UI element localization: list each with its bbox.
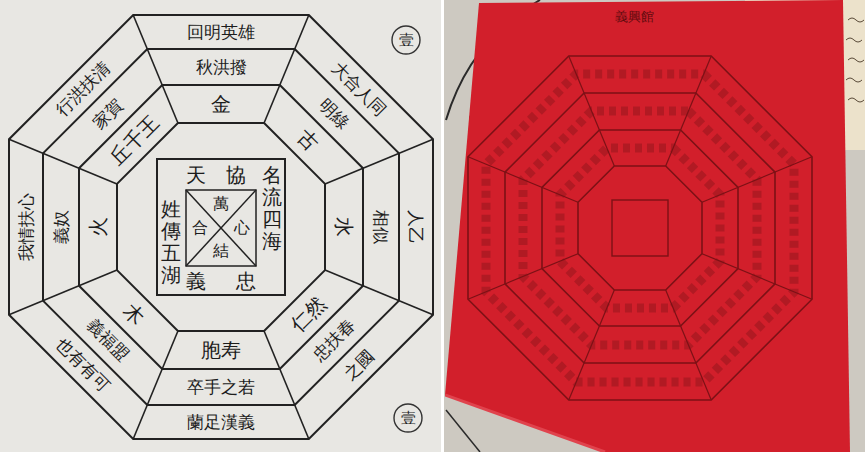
ring-text: 水 (333, 217, 355, 237)
red-cloth: 義興館 (445, 0, 855, 452)
print-divider (702, 157, 812, 203)
print-ring (578, 166, 702, 290)
center-text: 心 (234, 219, 250, 237)
ring-divider (264, 331, 309, 439)
ring-divider (9, 139, 117, 184)
print-square (612, 200, 668, 256)
print-divider (702, 254, 812, 300)
gap (441, 0, 444, 452)
ring-outline (9, 15, 433, 439)
print-divider (666, 290, 712, 400)
print-divider (666, 56, 712, 166)
ring-text: 義奴 (52, 210, 71, 244)
ring-outline (117, 123, 325, 331)
circle-mark (394, 404, 422, 432)
ring-outline (79, 85, 363, 369)
cloth-heading: 義興館 (615, 10, 654, 24)
print-ring (505, 93, 775, 363)
center-text: 天 (186, 164, 206, 186)
cross-line (186, 190, 256, 266)
ring-divider (325, 139, 433, 184)
handwriting (846, 18, 864, 102)
print-marks (523, 111, 757, 345)
ring-text: 回明英雄 (187, 23, 255, 42)
ring-text: 人乙 (407, 210, 426, 244)
center-square: 天協名流四海 姓傳五湖 萬合 心結義 忠 (156, 158, 286, 296)
cross-line (186, 190, 256, 266)
node-outline (445, 0, 855, 452)
center-text: 萬 (213, 195, 229, 213)
ring-divider (264, 15, 309, 123)
square-border (157, 159, 285, 295)
paper (444, 0, 865, 452)
ring-text: 我情扶心 (17, 193, 36, 261)
print-divider (569, 56, 615, 166)
print-ring (468, 56, 812, 400)
print-divider (468, 254, 578, 300)
print-marks (560, 148, 720, 308)
inner-square (186, 190, 256, 266)
cloth-edge (445, 395, 605, 452)
ring-outline (43, 49, 399, 405)
center-text: 結 (213, 242, 229, 260)
circle-mark (392, 26, 420, 54)
circled-number: 壹 (401, 410, 416, 427)
paper (0, 0, 441, 452)
ring-text: 相似 (372, 210, 391, 244)
ring-text: 秋洪撥 (196, 58, 247, 77)
center-text: 姓傳五湖 (161, 198, 181, 286)
ring-text: 卒手之若 (187, 378, 255, 397)
ring-text: 胞寿 (201, 339, 241, 361)
ring-text: 金 (211, 93, 231, 115)
print-divider (468, 157, 578, 203)
center-text: 合 (192, 219, 208, 237)
print-divider (569, 290, 615, 400)
print-ring (542, 130, 738, 326)
cloth (445, 0, 850, 452)
ring-text: 蘭足漢義 (187, 413, 255, 432)
sketch-line (446, 410, 480, 452)
center-text: 名流四海 (262, 164, 282, 252)
print-marks (486, 74, 794, 382)
circled-number: 壹 (399, 32, 414, 49)
center-text: 忠 (236, 270, 256, 292)
ring-divider (325, 270, 433, 315)
center-text: 義 (186, 270, 206, 292)
ring-divider (9, 270, 117, 315)
ring-divider (133, 15, 178, 123)
ring-divider (133, 331, 178, 439)
center-text: 協 (226, 164, 246, 186)
ring-text: 火 (87, 217, 109, 237)
